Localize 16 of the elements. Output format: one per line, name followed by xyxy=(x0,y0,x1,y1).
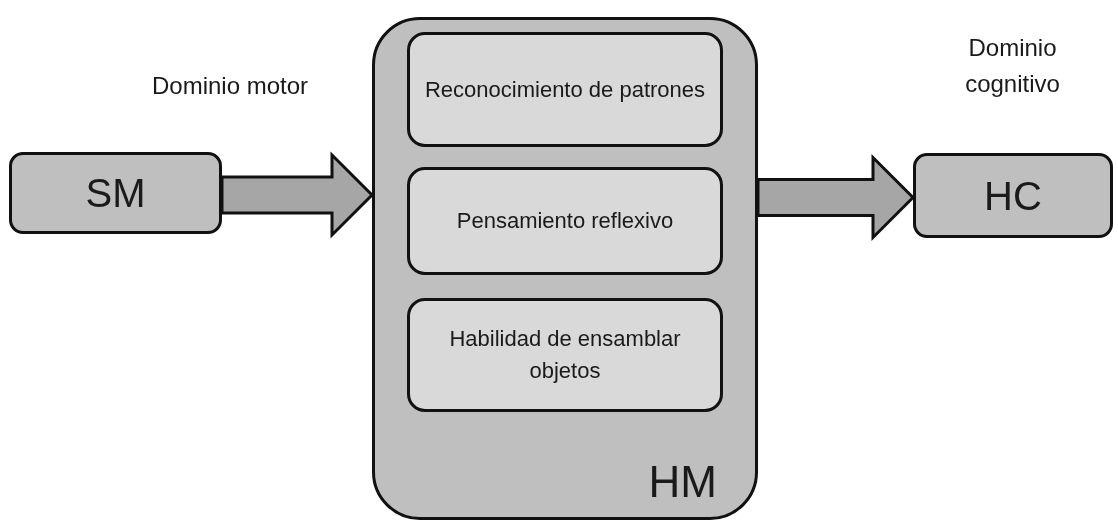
box-label: SM xyxy=(85,170,146,217)
box-label: Reconocimiento de patrones xyxy=(424,75,706,104)
box-label: HM xyxy=(648,456,717,509)
process-box xyxy=(407,167,723,275)
block-arrow xyxy=(756,153,916,242)
process-box xyxy=(407,32,723,147)
container-box xyxy=(372,17,758,520)
process-box xyxy=(407,298,723,412)
box-label: HC xyxy=(984,172,1042,220)
domain-label: Dominio motor xyxy=(150,71,309,101)
box-label: Pensamiento reflexivo xyxy=(456,207,674,236)
box-label: Habilidad de ensamblar objetos xyxy=(448,325,682,385)
domain-label: Dominio cognitivo xyxy=(964,33,1061,99)
block-arrow xyxy=(220,151,375,239)
process-box xyxy=(9,152,222,234)
process-box xyxy=(913,153,1113,238)
